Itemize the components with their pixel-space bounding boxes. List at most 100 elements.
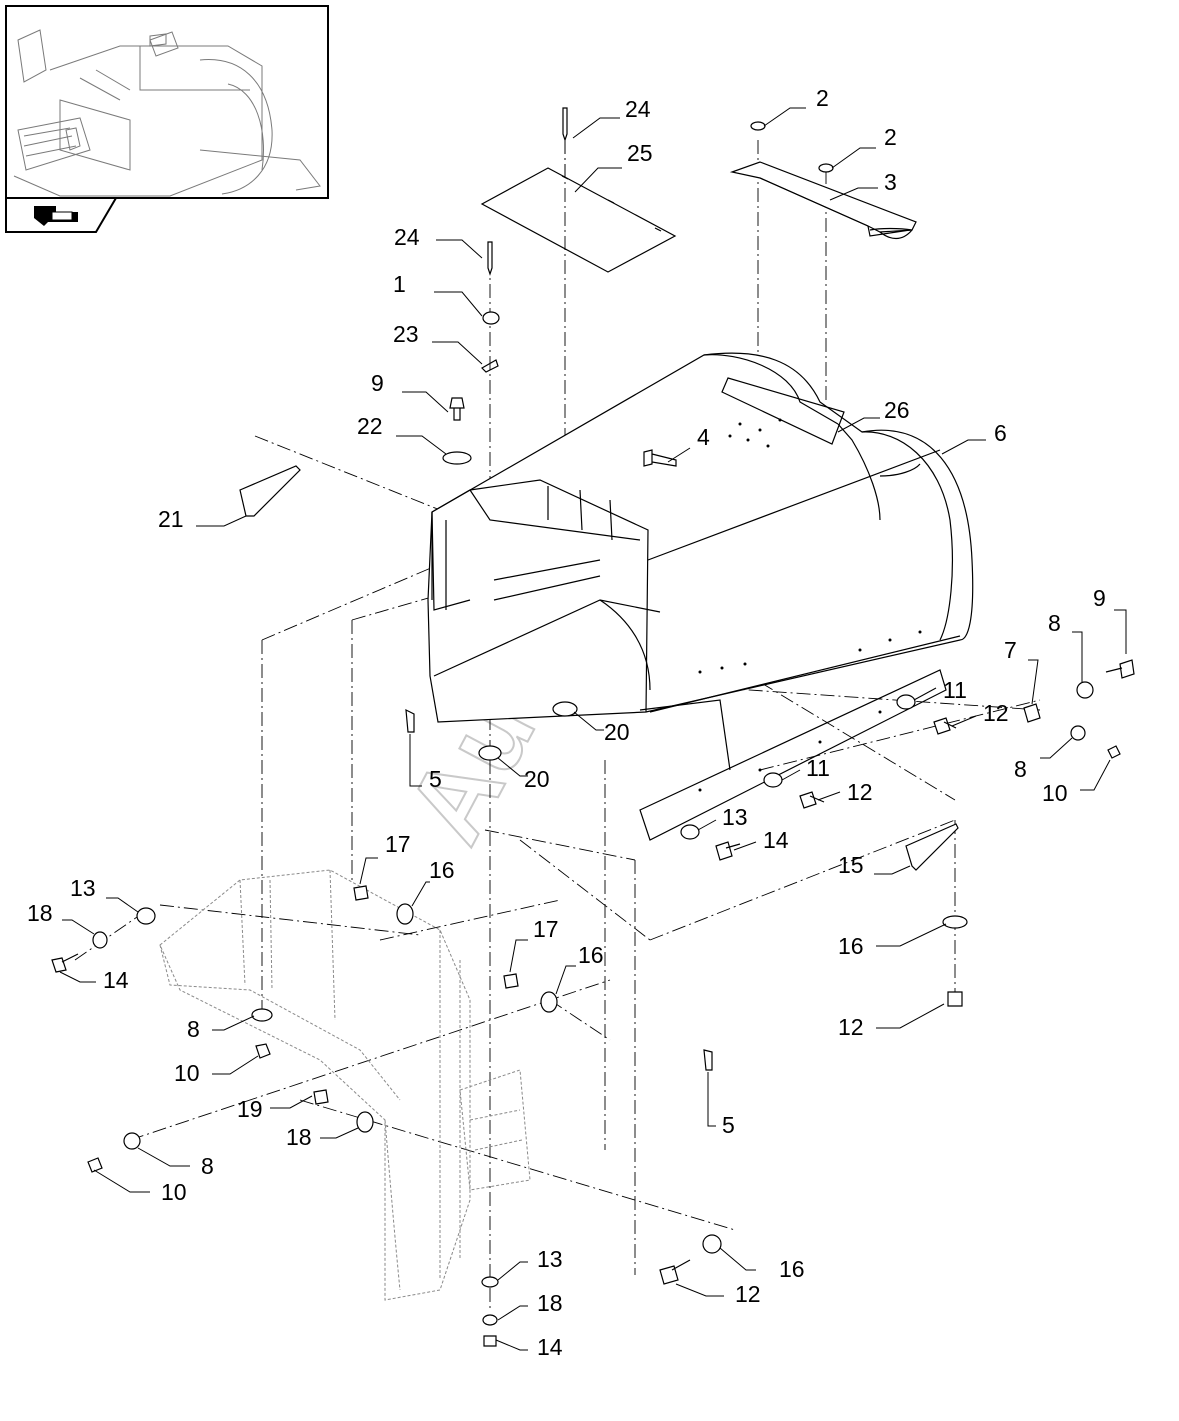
washer-16b (540, 991, 558, 1013)
washer-18c (482, 1314, 498, 1326)
callout-16a: 16 (429, 857, 455, 883)
callout-3: 3 (884, 169, 897, 195)
bolt-9b (1105, 659, 1135, 679)
washer-11a (896, 694, 916, 710)
clip-23 (481, 359, 499, 373)
callout-16d: 16 (779, 1256, 805, 1282)
washer-8c (251, 1008, 273, 1022)
callout-17a: 17 (385, 831, 411, 857)
nut-17b (503, 973, 519, 989)
callout-leaders (59, 107, 1127, 1351)
callout-8a: 8 (1048, 610, 1061, 636)
callout-12a: 12 (983, 700, 1009, 726)
bracket-15 (905, 823, 959, 871)
callout-15: 15 (838, 852, 864, 878)
washer-8b (1070, 725, 1086, 741)
callout-5b: 5 (722, 1112, 735, 1138)
callout-24a: 24 (625, 96, 651, 122)
nut-19 (313, 1089, 329, 1105)
callout-11a: 11 (943, 677, 967, 703)
callout-13a: 13 (722, 804, 748, 830)
washer-13a (680, 824, 700, 840)
washer-16d (702, 1234, 722, 1254)
callout-12b: 12 (847, 779, 873, 805)
grommet-20a (552, 701, 578, 717)
grommet-20b (478, 745, 502, 761)
washer-11b (763, 772, 783, 788)
callout-21: 21 (158, 506, 184, 532)
callout-9a: 9 (371, 370, 384, 396)
callout-19: 19 (237, 1096, 263, 1122)
bolt-9a (449, 397, 465, 421)
callout-1: 1 (393, 271, 406, 297)
callout-14c: 14 (537, 1334, 563, 1360)
nut-10a (1107, 745, 1121, 759)
callout-10a: 10 (1042, 780, 1068, 806)
pin-24a (562, 107, 568, 142)
callout-18a: 18 (27, 900, 53, 926)
callout-11b: 11 (806, 755, 830, 781)
bolt-14a (715, 841, 741, 861)
ghost-frame-outline (159, 869, 531, 1301)
callout-8b: 8 (1014, 756, 1027, 782)
clip-7 (1023, 703, 1041, 723)
washer-16c (942, 915, 968, 929)
callout-12d: 12 (735, 1281, 761, 1307)
callout-2b: 2 (884, 124, 897, 150)
callout-12c: 12 (838, 1014, 864, 1040)
callout-24b: 24 (394, 224, 420, 250)
washer-18a (92, 931, 108, 949)
callout-7: 7 (1004, 637, 1017, 663)
bolt-12a (933, 717, 957, 735)
bolt-12d (659, 1259, 691, 1285)
callout-16b: 16 (578, 942, 604, 968)
nut-17a (353, 885, 369, 901)
bolt-12b (799, 791, 825, 809)
nut-10c (87, 1157, 103, 1173)
bolt-14c (483, 1335, 497, 1347)
view-direction-arrow-icon (34, 206, 78, 226)
washer-22 (442, 451, 472, 465)
callout-2a: 2 (816, 85, 829, 111)
callout-8c: 8 (187, 1016, 200, 1042)
callout-23: 23 (393, 321, 419, 347)
washer-8d (123, 1132, 141, 1150)
washer-13b (136, 907, 156, 925)
location-thumbnail (5, 5, 329, 233)
callout-20b: 20 (524, 766, 550, 792)
callout-22: 22 (357, 413, 383, 439)
nut-10b (255, 1043, 271, 1059)
washer-18b (356, 1111, 374, 1133)
washer-8a (1076, 681, 1094, 699)
washer-13c (481, 1276, 499, 1288)
washer-16a (396, 903, 414, 925)
callout-26: 26 (884, 397, 910, 423)
callout-18c: 18 (537, 1290, 563, 1316)
callout-14b: 14 (103, 967, 129, 993)
bracket-21 (239, 465, 301, 517)
callout-16c: 16 (838, 933, 864, 959)
callout-10c: 10 (161, 1179, 187, 1205)
callout-20a: 20 (604, 719, 630, 745)
bolt-12c (947, 991, 963, 1007)
grommet-1 (482, 311, 500, 325)
cover-panel (480, 140, 677, 273)
callout-25: 25 (627, 140, 653, 166)
top-cover (729, 161, 917, 240)
bolt-14b (51, 953, 79, 973)
hardware-parts (51, 107, 1135, 1347)
callout-13c: 13 (537, 1246, 563, 1272)
callout-9b: 9 (1093, 585, 1106, 611)
clip-5b (703, 1049, 713, 1071)
callout-10b: 10 (174, 1060, 200, 1086)
callout-18b: 18 (286, 1124, 312, 1150)
callout-5a: 5 (429, 766, 442, 792)
callout-14a: 14 (763, 827, 789, 853)
washer-2a (750, 121, 766, 131)
callout-4: 4 (697, 424, 710, 450)
callout-8d: 8 (201, 1153, 214, 1179)
callout-17b: 17 (533, 916, 559, 942)
pin-24b (487, 241, 493, 276)
callout-labels: 24 25 2 2 3 24 1 23 9 22 26 6 4 21 9 8 7… (27, 85, 1106, 1360)
